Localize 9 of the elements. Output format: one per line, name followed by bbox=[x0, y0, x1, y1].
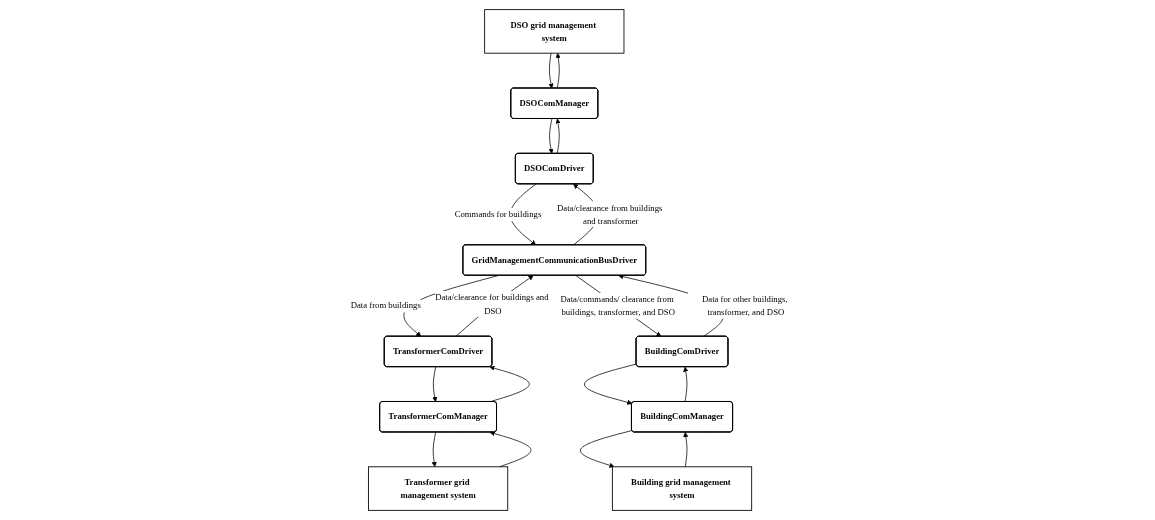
edge-label: Data for other buildings, transformer, and DSO bbox=[702, 294, 788, 317]
node-box: Building grid management system bbox=[612, 466, 753, 511]
edge-label: Commands for buildings bbox=[454, 209, 542, 219]
edge-label: Data/clearance from buildings and transformer bbox=[557, 202, 663, 226]
node-box: DSO grid management system bbox=[484, 9, 625, 54]
edge-label: Data from buildings bbox=[350, 300, 421, 311]
edge-label: Data/commands/ clearance from buildings, transformer, and DSO bbox=[560, 294, 676, 317]
edge-label: Data/clearance for buildings and DSO bbox=[435, 292, 549, 315]
node-box: Transformer grid management system bbox=[368, 466, 509, 511]
